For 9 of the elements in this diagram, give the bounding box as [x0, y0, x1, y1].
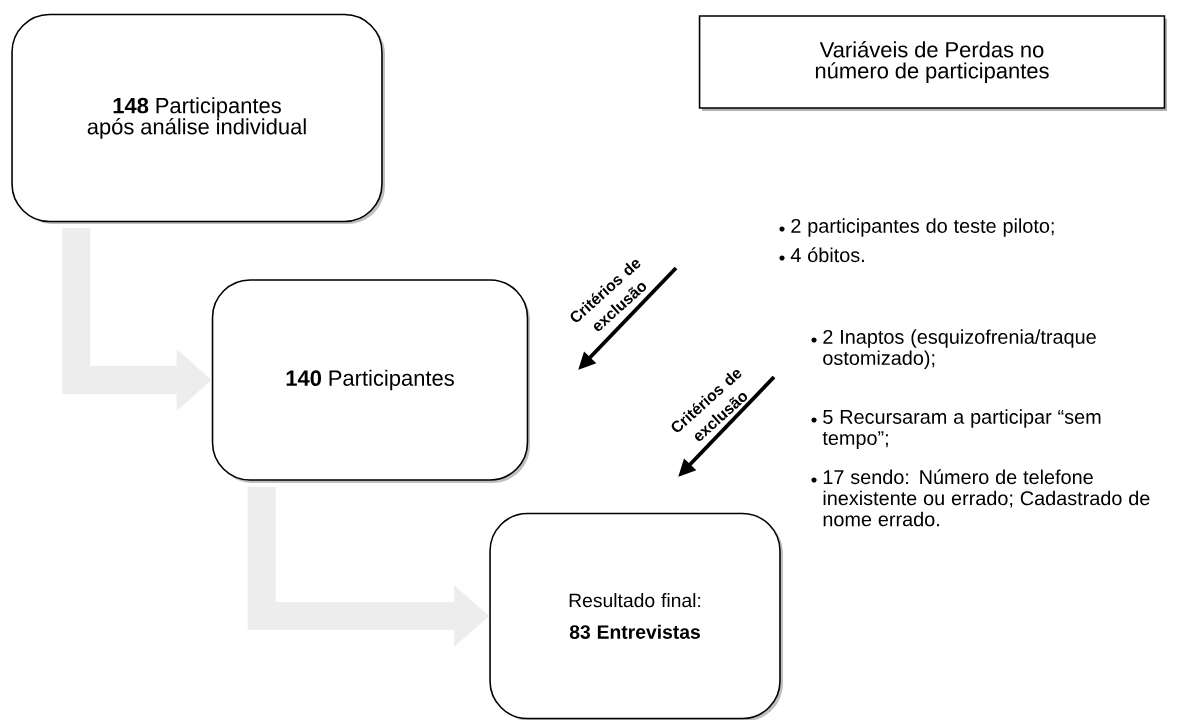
process-box: 148 Participantes após análise individual	[11, 13, 385, 224]
list-item: 4 óbitos.	[790, 247, 864, 263]
title-box: Variáveis de Perdas no número de participantes	[698, 15, 1167, 111]
list-item: 2 Inaptos (esquizofrenia/traque ostomizado);	[823, 329, 1096, 369]
process-box: Resultado final: 83 Entrevistas	[489, 512, 783, 720]
list-item: 17 sendo: Número de telefone inexistente ou errado; Cadastrado de nome errado.	[823, 469, 1150, 527]
process-box: 140 Participantes	[211, 279, 530, 483]
list-item: 2 participantes do teste piloto;	[791, 218, 1054, 237]
list-item: 5 Recursaram a participar “sem tempo”;	[822, 409, 1101, 449]
